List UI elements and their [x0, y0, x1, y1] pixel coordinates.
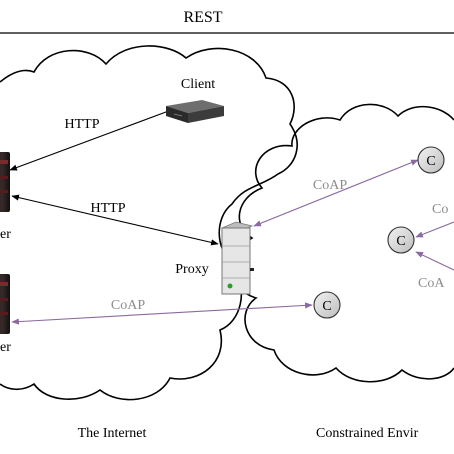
http-link-proxy	[11, 194, 219, 246]
coap-node-middle: C	[387, 226, 415, 254]
server-bottom-label: er	[0, 340, 11, 355]
server-top-label: er	[0, 227, 11, 242]
coap-label-right-bottom: CoA	[418, 276, 445, 291]
coap-node-bottom: C	[313, 291, 341, 319]
proxy-server-icon	[220, 221, 254, 295]
server-top-icon	[0, 152, 10, 212]
coap-node-label: C	[322, 299, 331, 314]
internet-caption: The Internet	[78, 426, 147, 441]
http-label-proxy: HTTP	[91, 201, 126, 216]
coap-link-server-bottom	[11, 302, 313, 325]
coap-link-right-bottom	[415, 251, 454, 271]
coap-node-top-right: C	[417, 146, 445, 174]
coap-node-label: C	[396, 234, 405, 249]
coap-label-server-bottom: CoAP	[111, 298, 145, 313]
diagram-title: REST	[183, 9, 222, 26]
coap-label-right-top: Co	[432, 202, 448, 217]
coap-link-proxy	[253, 159, 419, 227]
coap-link-right-top	[415, 221, 454, 238]
internet-cloud	[0, 45, 298, 401]
http-label-client: HTTP	[65, 117, 100, 132]
coap-node-label: C	[426, 154, 435, 169]
server-bottom-icon	[0, 274, 10, 334]
constrained-cloud	[232, 103, 454, 383]
constrained-caption: Constrained Envir	[316, 426, 419, 441]
proxy-label: Proxy	[175, 262, 208, 277]
client-label: Client	[181, 77, 215, 92]
http-link-client	[9, 108, 175, 171]
coap-label-proxy: CoAP	[313, 178, 347, 193]
client-device-icon	[166, 100, 224, 123]
